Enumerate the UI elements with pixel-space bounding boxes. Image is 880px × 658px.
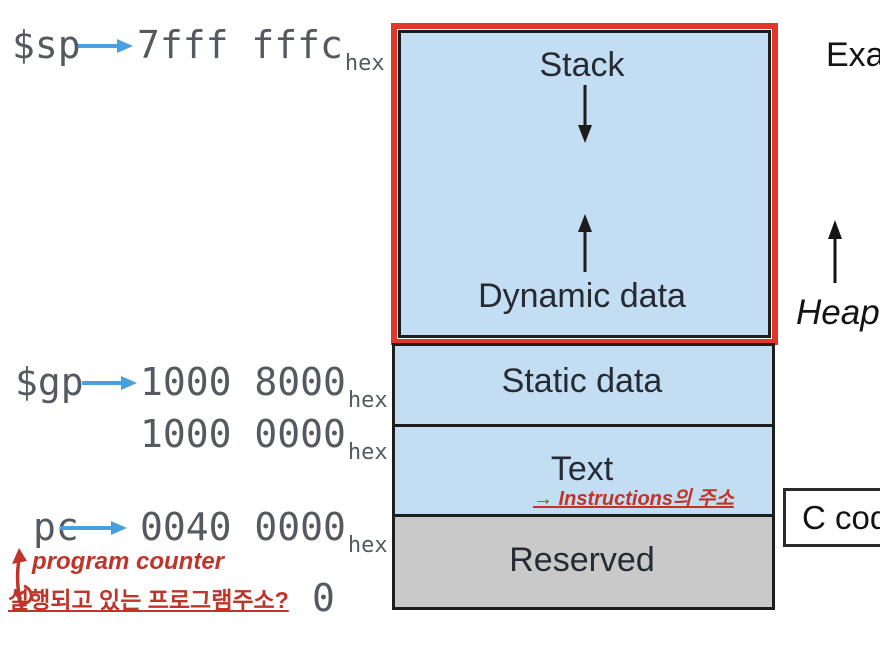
stack-grow-down-arrow-icon (578, 85, 592, 143)
handwritten-up-arrow-icon (12, 548, 33, 609)
sp-pointer-arrow-icon (78, 39, 133, 53)
stack-dynamic-segment (398, 30, 771, 338)
reserved-segment (395, 514, 772, 607)
program-counter-handwritten-note: program counter (32, 548, 225, 575)
sp-address: 7fff fffchex (137, 23, 385, 76)
stack-heap-highlight-box (391, 23, 778, 345)
pc-korean-handwritten-note: 실행되고 있는 프로그램주소? (8, 587, 289, 613)
static-data-segment-label: Static data (501, 362, 663, 400)
zero-address: 0 (312, 576, 335, 620)
sp-register-label: $sp (12, 23, 81, 67)
reserved-segment-label: Reserved (509, 541, 655, 579)
memory-column (392, 343, 775, 610)
heap-direction-arrow-icon (828, 220, 842, 283)
dynamic-data-segment-label: Dynamic data (478, 277, 686, 315)
hex-subscript: hex (347, 388, 388, 413)
hex-subscript: hex (347, 533, 388, 558)
text-segment-label: Text (550, 450, 614, 488)
stack-segment-label: Stack (539, 46, 625, 84)
text-segment-handwritten-note: → Instructions의 주소 (533, 488, 734, 510)
hex-subscript: hex (347, 440, 388, 465)
static-data-segment (395, 346, 772, 424)
heap-grow-up-arrow-icon (578, 214, 592, 272)
pc-address: 0040 0000hex (140, 505, 388, 558)
static-base-address: 1000 0000hex (140, 412, 388, 465)
gp-pointer-arrow-icon (82, 376, 137, 390)
text-segment (395, 424, 772, 514)
gp-address: 1000 8000hex (140, 360, 388, 413)
truncated-slide-title: Exa (826, 36, 880, 74)
heap-label: Heap (796, 293, 880, 332)
c-code-label: C cod (802, 499, 880, 536)
hex-subscript: hex (344, 51, 385, 76)
pc-pointer-arrow-icon (60, 521, 127, 535)
gp-register-label: $gp (15, 360, 84, 404)
c-code-box: C cod (783, 488, 880, 547)
